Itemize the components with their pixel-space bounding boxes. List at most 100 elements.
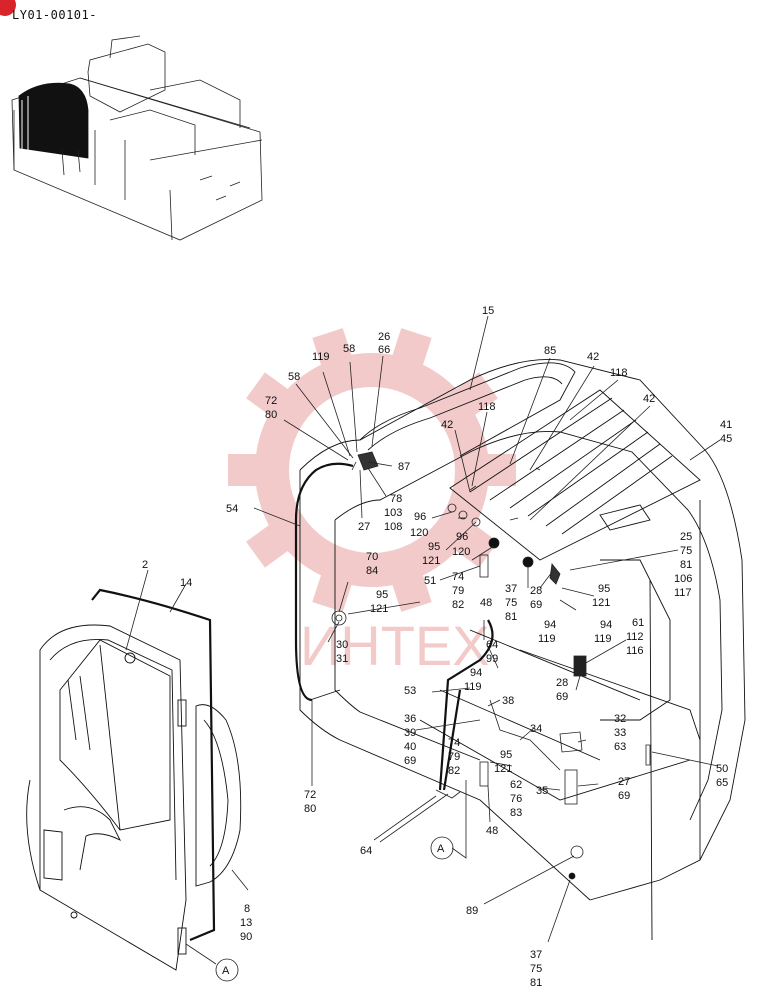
watermark-tooth [484, 454, 516, 486]
handrail [294, 461, 357, 720]
label-99: 99 [486, 653, 498, 665]
label-54: 54 [226, 503, 238, 515]
label-31: 31 [336, 653, 348, 665]
label-69: 69 [404, 755, 416, 767]
label-84: 84 [366, 565, 378, 577]
label-28: 28 [556, 677, 568, 689]
label-50: 50 [716, 763, 728, 775]
label-80: 80 [304, 803, 316, 815]
label-70: 70 [366, 551, 378, 563]
watermark-tooth [228, 454, 260, 486]
label-83: 83 [510, 807, 522, 819]
label-112: 112 [626, 631, 644, 643]
label-37: 37 [530, 949, 542, 961]
label-87: 87 [398, 461, 410, 473]
label-26: 26 [378, 331, 390, 343]
label-95: 95 [500, 749, 512, 761]
label-14: 14 [180, 577, 192, 589]
label-69: 69 [530, 599, 542, 611]
label-15: 15 [482, 305, 494, 317]
watermark-tooth [391, 571, 432, 612]
label-25: 25 [680, 531, 692, 543]
label-106: 106 [674, 573, 692, 585]
label-58: 58 [343, 343, 355, 355]
rails [435, 619, 494, 799]
label-80: 80 [265, 409, 277, 421]
label-81: 81 [530, 977, 542, 989]
watermark-tooth [391, 328, 432, 369]
label-69: 69 [618, 790, 630, 802]
label-82: 82 [448, 765, 460, 777]
label-118: 118 [610, 367, 628, 379]
label-94: 94 [544, 619, 556, 631]
label-48: 48 [486, 825, 498, 837]
label-48: 48 [480, 597, 492, 609]
label-2: 2 [142, 559, 148, 571]
label-42: 42 [643, 393, 655, 405]
label-51: 51 [424, 575, 436, 587]
label-79: 79 [448, 751, 460, 763]
label-42: 42 [587, 351, 599, 363]
marker-a-door [215, 958, 239, 982]
label-27: 27 [358, 521, 370, 533]
label-62: 62 [510, 779, 522, 791]
label-74: 74 [448, 737, 460, 749]
label-30: 30 [336, 639, 348, 651]
label-65: 65 [716, 777, 728, 789]
label-81: 81 [680, 559, 692, 571]
label-35: 35 [536, 785, 548, 797]
label-82: 82 [452, 599, 464, 611]
label-85: 85 [544, 345, 556, 357]
label-94: 94 [470, 667, 482, 679]
label-64: 64 [360, 845, 372, 857]
watermark-text: ИНТЕХ [300, 614, 490, 677]
label-121: 121 [592, 597, 610, 609]
label-81: 81 [505, 611, 517, 623]
label-37: 37 [505, 583, 517, 595]
label-79: 79 [452, 585, 464, 597]
label-28: 28 [530, 585, 542, 597]
label-34: 34 [530, 723, 542, 735]
label-75: 75 [680, 545, 692, 557]
label-78: 78 [390, 493, 402, 505]
label-96: 96 [456, 531, 468, 543]
label-119: 119 [312, 351, 330, 363]
label-119: 119 [538, 633, 556, 645]
label-38: 38 [502, 695, 514, 707]
label-33: 33 [614, 727, 626, 739]
label-90: 90 [240, 931, 252, 943]
label-117: 117 [674, 587, 692, 599]
rod-clip [645, 744, 651, 766]
label-72: 72 [304, 789, 316, 801]
label-75: 75 [505, 597, 517, 609]
machine-thumbnail [11, 35, 263, 241]
watermark-tooth [312, 328, 353, 369]
watermark-tooth [312, 571, 353, 612]
label-61: 61 [632, 617, 644, 629]
label-95: 95 [376, 589, 388, 601]
marker-a-cab [430, 836, 454, 860]
diagram-code: LY01-00101- [12, 8, 97, 22]
label-13: 13 [240, 917, 252, 929]
label-75: 75 [530, 963, 542, 975]
label-120: 120 [452, 546, 470, 558]
label-119: 119 [594, 633, 612, 645]
label-32: 32 [614, 713, 626, 725]
watermark-tooth [453, 522, 498, 568]
rod [649, 579, 653, 941]
label-69: 69 [556, 691, 568, 703]
label-53: 53 [404, 685, 416, 697]
label-36: 36 [404, 713, 416, 725]
label-45: 45 [720, 433, 732, 445]
door-assembly [26, 588, 242, 971]
label-8: 8 [244, 903, 250, 915]
label-58: 58 [288, 371, 300, 383]
watermark-tooth [453, 372, 498, 418]
label-39: 39 [404, 727, 416, 739]
label-40: 40 [404, 741, 416, 753]
label-89: 89 [466, 905, 478, 917]
label-a-cab: A [437, 843, 445, 855]
watermark-tooth [246, 522, 291, 568]
